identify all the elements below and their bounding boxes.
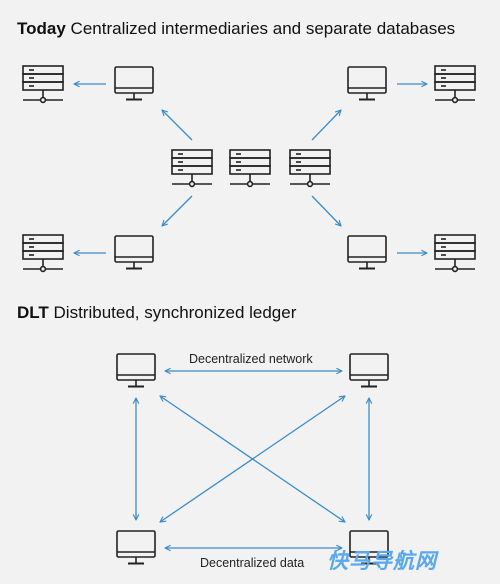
arrow	[311, 195, 341, 226]
server-icon	[171, 149, 213, 188]
arrow	[160, 396, 345, 522]
monitor-icon	[347, 66, 387, 101]
title-today-rest: Centralized intermediaries and separate …	[70, 19, 456, 38]
title-today-bold: Today	[17, 19, 66, 38]
decentralized-data-label: Decentralized data	[200, 556, 305, 570]
title-dlt-bold: DLT	[17, 303, 49, 322]
decentralized-network-label: Decentralized network	[189, 352, 313, 366]
server-icon	[434, 234, 476, 273]
monitor-icon	[114, 66, 154, 101]
centralized-arrows	[74, 84, 427, 253]
section-title-today: Today Centralized intermediaries and sep…	[17, 19, 455, 39]
arrow	[311, 110, 341, 141]
server-icon	[289, 149, 331, 188]
arrow	[162, 195, 193, 226]
monitor-icon	[116, 530, 156, 565]
server-icon	[229, 149, 271, 188]
arrow	[162, 110, 193, 141]
server-icon	[434, 65, 476, 104]
title-dlt-rest: Distributed, synchronized ledger	[53, 303, 297, 322]
monitor-icon	[349, 353, 389, 388]
decentralized-arrows	[136, 371, 369, 548]
section-title-dlt: DLT Distributed, synchronized ledger	[17, 303, 296, 323]
server-icon	[22, 65, 64, 104]
server-icon	[22, 234, 64, 273]
watermark: 快马导航网	[327, 550, 437, 573]
monitor-icon	[116, 353, 156, 388]
monitor-icon	[347, 235, 387, 270]
monitor-icon	[114, 235, 154, 270]
